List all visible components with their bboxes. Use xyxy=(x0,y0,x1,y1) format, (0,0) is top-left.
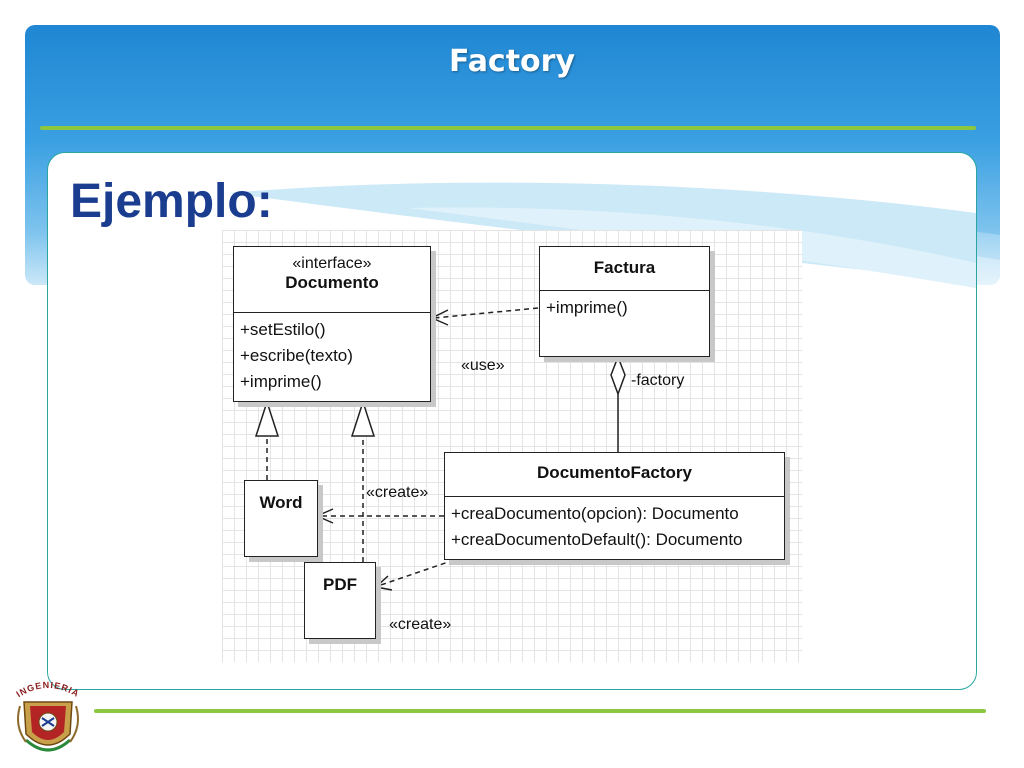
use-dependency-arrowhead xyxy=(430,309,449,326)
slide-subtitle: Ejemplo: xyxy=(70,175,273,228)
uml-diagram: «interface» Documento +setEstilo() +escr… xyxy=(222,230,802,662)
word-realization-arrowhead xyxy=(254,399,280,437)
word-class-name: Word xyxy=(259,493,303,512)
factura-class-box: Factura +imprime() xyxy=(539,246,710,357)
documento-stereotype: «interface» xyxy=(292,255,372,272)
create-pdf-line xyxy=(377,559,455,587)
factura-operation: +imprime() xyxy=(546,298,628,317)
pdf-realization-arrowhead xyxy=(350,399,376,437)
svg-text:INGENIERIA: INGENIERIA xyxy=(14,680,81,699)
documento-class-box: «interface» Documento +setEstilo() +escr… xyxy=(233,246,431,402)
top-rule xyxy=(40,126,976,130)
factura-class-name: Factura xyxy=(593,258,656,277)
pdf-class-box: PDF xyxy=(304,562,376,639)
bottom-rule xyxy=(94,709,986,713)
documento-factory-operation: +creaDocumentoDefault(): Documento xyxy=(451,530,743,549)
ingenieria-logo: INGENIERIA xyxy=(14,680,81,752)
factory-role-label: -factory xyxy=(631,372,685,389)
create-pdf-arrowhead xyxy=(374,575,393,591)
documento-factory-class-box: DocumentoFactory +creaDocumento(opcion):… xyxy=(444,452,785,560)
documento-factory-operation: +creaDocumento(opcion): Documento xyxy=(451,504,739,523)
word-class-box: Word xyxy=(244,480,318,557)
documento-operation: +escribe(texto) xyxy=(240,346,353,365)
documento-class-name: Documento xyxy=(285,273,379,292)
documento-operation: +imprime() xyxy=(240,372,322,391)
slide-title: Factory xyxy=(448,44,576,79)
create-pdf-label: «create» xyxy=(389,616,452,633)
use-label: «use» xyxy=(461,357,505,374)
create-word-label: «create» xyxy=(366,484,429,501)
logo-text: INGENIERIA xyxy=(14,680,80,699)
aggregation-diamond xyxy=(610,354,626,397)
use-dependency-line xyxy=(433,307,539,319)
pdf-class-name: PDF xyxy=(323,575,357,594)
documento-factory-class-name: DocumentoFactory xyxy=(537,463,692,482)
documento-operation: +setEstilo() xyxy=(240,320,326,339)
